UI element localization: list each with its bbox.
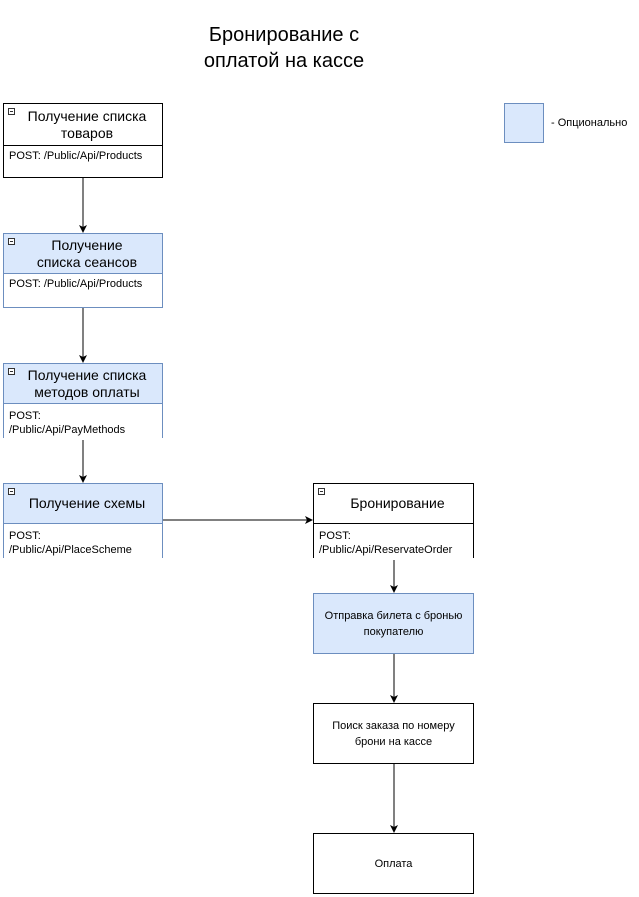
node-get-scheme-method: POST:: [9, 530, 41, 542]
node-send-ticket-line-2: покупателю: [363, 625, 424, 638]
node-get-products-header: Получение списка товаров: [4, 104, 162, 146]
collapse-icon[interactable]: [8, 488, 15, 495]
node-get-scheme-endpoint: /Public/Api/PlaceScheme: [9, 544, 132, 556]
node-get-products[interactable]: Получение списка товаров POST: /Public/A…: [3, 103, 163, 178]
collapse-icon[interactable]: [318, 488, 325, 495]
node-get-products-endpoint: POST: /Public/Api/Products: [9, 150, 143, 162]
node-get-products-title-line-2: товаров: [60, 124, 114, 141]
node-reserve-order-title: Бронирование: [350, 495, 445, 511]
collapse-icon[interactable]: [8, 238, 15, 245]
node-payment[interactable]: Оплата: [313, 833, 474, 894]
node-get-sessions[interactable]: Получение списка сеансов POST: /Public/A…: [3, 233, 163, 308]
node-get-paymethods[interactable]: Получение списка методов оплаты POST: /P…: [3, 363, 163, 440]
node-reserve-order-body: POST: /Public/Api/ReservateOrder: [314, 524, 473, 560]
node-get-products-title-line-1: Получение списка: [27, 107, 147, 124]
node-get-scheme-header: Получение схемы: [4, 484, 162, 524]
node-get-sessions-body: POST: /Public/Api/Products: [4, 274, 162, 294]
node-get-paymethods-title-line-1: Получение списка: [27, 366, 147, 383]
node-search-order[interactable]: Поиск заказа по номеру брони на кассе: [313, 703, 474, 764]
node-get-paymethods-header: Получение списка методов оплаты: [4, 364, 162, 404]
node-get-sessions-endpoint: POST: /Public/Api/Products: [9, 278, 143, 290]
node-get-paymethods-endpoint: /Public/Api/PayMethods: [9, 424, 126, 436]
node-search-order-line-2: брони на кассе: [354, 735, 433, 748]
node-reserve-order-header: Бронирование: [314, 484, 473, 524]
legend-optional-swatch: [504, 103, 544, 143]
node-get-paymethods-method: POST:: [9, 410, 41, 422]
node-get-products-body: POST: /Public/Api/Products: [4, 146, 162, 166]
node-get-paymethods-body: POST: /Public/Api/PayMethods: [4, 404, 162, 440]
node-reserve-order[interactable]: Бронирование POST: /Public/Api/Reservate…: [313, 483, 474, 560]
node-get-sessions-title-line-1: Получение: [51, 236, 123, 253]
diagram-title-line-1: Бронирование с: [208, 24, 360, 46]
node-get-sessions-title-line-2: списка сеансов: [36, 253, 138, 270]
node-send-ticket-line-1: Отправка билета с бронью: [324, 609, 463, 622]
node-payment-label: Оплата: [374, 857, 413, 870]
diagram-title: Бронирование с оплатой на кассе: [168, 22, 400, 74]
diagram-title-line-2: оплатой на кассе: [203, 50, 365, 72]
node-search-order-line-1: Поиск заказа по номеру: [332, 719, 455, 732]
node-get-scheme-body: POST: /Public/Api/PlaceScheme: [4, 524, 162, 560]
node-reserve-order-endpoint: /Public/Api/ReservateOrder: [319, 544, 453, 556]
node-send-ticket[interactable]: Отправка билета с бронью покупателю: [313, 593, 474, 654]
node-get-scheme[interactable]: Получение схемы POST: /Public/Api/PlaceS…: [3, 483, 163, 560]
node-get-paymethods-title-line-2: методов оплаты: [34, 383, 140, 400]
legend-optional-label: - Опционально: [551, 117, 628, 129]
node-get-scheme-title: Получение схемы: [28, 495, 146, 511]
collapse-icon[interactable]: [8, 368, 15, 375]
collapse-icon[interactable]: [8, 108, 15, 115]
node-get-sessions-header: Получение списка сеансов: [4, 234, 162, 274]
node-reserve-order-method: POST:: [319, 530, 351, 542]
